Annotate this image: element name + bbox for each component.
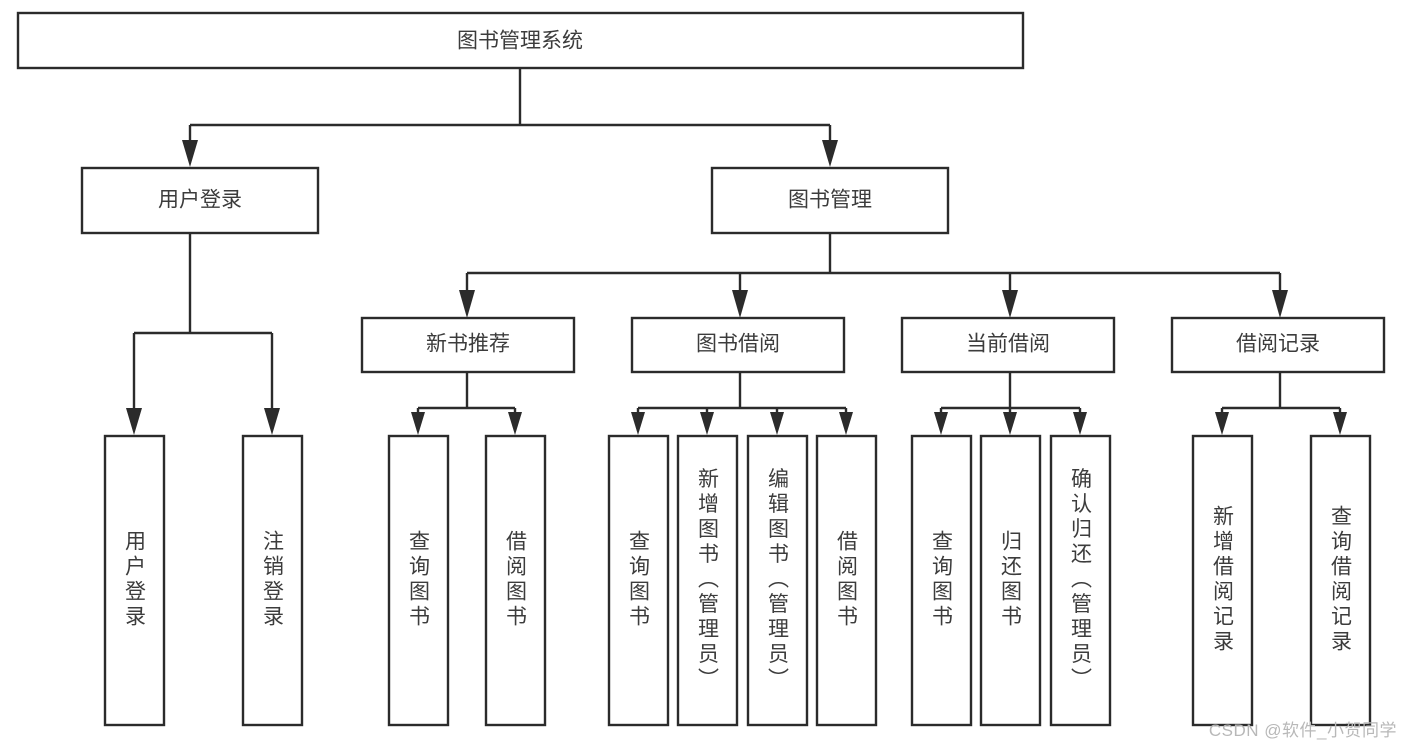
leaf-bb-borrow-book-label: 借阅图书	[835, 530, 859, 630]
leaf-bb-borrow-book-box[interactable]	[815, 434, 878, 727]
node-root[interactable]: 图书管理系统	[16, 11, 1025, 70]
node-new-book-recommend-box[interactable]	[360, 316, 576, 374]
node-current-borrow-label: 当前借阅	[966, 333, 1050, 356]
leaf-bb-query-book-label: 查询图书	[627, 530, 651, 630]
leaf-br-add-record-label: 新增借阅记录	[1211, 505, 1235, 655]
leaf-cb-return-book-label: 归还图书	[999, 530, 1023, 630]
leaf-node[interactable]: 查询图书	[607, 434, 670, 727]
leaf-br-query-record-box[interactable]	[1309, 434, 1372, 727]
leaf-node[interactable]: 用户登录	[103, 434, 166, 727]
leaf-br-query-record-label: 查询借阅记录	[1329, 505, 1353, 655]
arrowhead-nb-2	[508, 412, 522, 435]
leaf-bb-edit-book-label: 编辑图书（管理员）	[766, 468, 790, 693]
node-borrow-record-label: 借阅记录	[1236, 333, 1320, 356]
node-borrow-record[interactable]: 借阅记录	[1170, 316, 1386, 374]
arrowhead-bb-2	[700, 412, 714, 435]
node-user-login-box[interactable]	[80, 166, 320, 235]
arrowhead-cb-1	[934, 412, 948, 435]
connectors-book-manage-to-level3	[459, 233, 1288, 318]
connectors-borrow-record-to-leaves	[1215, 372, 1347, 435]
node-current-borrow-box[interactable]	[900, 316, 1116, 374]
leaf-bb-query-book-box[interactable]	[607, 434, 670, 727]
leaf-node[interactable]: 编辑图书（管理员）	[746, 434, 809, 727]
leaf-cb-confirm-return-box[interactable]	[1049, 434, 1112, 727]
node-book-borrow-label: 图书借阅	[696, 333, 780, 356]
leaf-nb-borrow-book-label: 借阅图书	[504, 530, 528, 630]
leaf-node[interactable]: 查询图书	[387, 434, 450, 727]
connectors-current-borrow-to-leaves	[934, 372, 1087, 435]
leaf-node[interactable]: 确认归还（管理员）	[1049, 434, 1112, 727]
leaf-node[interactable]: 新增借阅记录	[1191, 434, 1254, 727]
leaf-user-login-label: 用户登录	[123, 530, 147, 630]
arrowhead-new-book	[459, 290, 475, 318]
leaf-cb-return-book-box[interactable]	[979, 434, 1042, 727]
connectors-root-to-level2	[182, 68, 838, 167]
arrowhead-cb-2	[1003, 412, 1017, 435]
arrowhead-book-manage	[822, 140, 838, 167]
leaf-logout-label: 注销登录	[261, 530, 285, 630]
leaf-bb-edit-book-box[interactable]	[746, 434, 809, 727]
leaf-user-login-box[interactable]	[103, 434, 166, 727]
leaf-node[interactable]: 归还图书	[979, 434, 1042, 727]
arrowhead-bb-1	[631, 412, 645, 435]
arrowhead-current-borrow	[1002, 290, 1018, 318]
arrowhead-br-1	[1215, 412, 1229, 435]
leaf-node[interactable]: 新增图书（管理员）	[676, 434, 739, 727]
node-book-manage[interactable]: 图书管理	[710, 166, 950, 235]
arrowhead-cb-3	[1073, 412, 1087, 435]
arrowhead-borrow-record	[1272, 290, 1288, 318]
arrowhead-book-borrow	[732, 290, 748, 318]
arrowhead-nb-1	[411, 412, 425, 435]
connectors-book-borrow-to-leaves	[631, 372, 853, 435]
leaf-cb-query-book-box[interactable]	[910, 434, 973, 727]
leaf-nb-query-book-label: 查询图书	[407, 530, 431, 630]
node-current-borrow[interactable]: 当前借阅	[900, 316, 1116, 374]
leaf-node[interactable]: 查询图书	[910, 434, 973, 727]
leaf-br-add-record-box[interactable]	[1191, 434, 1254, 727]
leaf-cb-query-book-label: 查询图书	[930, 530, 954, 630]
arrowhead-user-login	[182, 140, 198, 167]
leaf-nb-query-book-box[interactable]	[387, 434, 450, 727]
leaf-node[interactable]: 借阅图书	[484, 434, 547, 727]
node-root-box[interactable]	[16, 11, 1025, 70]
leaf-node[interactable]: 注销登录	[241, 434, 304, 727]
leaf-logout-box[interactable]	[241, 434, 304, 727]
node-new-book-recommend-label: 新书推荐	[426, 333, 510, 356]
node-book-borrow-box[interactable]	[630, 316, 846, 374]
node-borrow-record-box[interactable]	[1170, 316, 1386, 374]
arrowhead-bb-3	[770, 412, 784, 435]
leaf-node[interactable]: 借阅图书	[815, 434, 878, 727]
node-user-login[interactable]: 用户登录	[80, 166, 320, 235]
leaf-bb-add-book-box[interactable]	[676, 434, 739, 727]
connectors-user-login-to-leaves	[126, 233, 280, 435]
arrowhead-br-2	[1333, 412, 1347, 435]
connectors-new-book-to-leaves	[411, 372, 522, 435]
node-book-manage-label: 图书管理	[788, 189, 872, 212]
leaf-node[interactable]: 查询借阅记录	[1309, 434, 1372, 727]
node-root-label: 图书管理系统	[457, 30, 583, 53]
arrowhead-leaf-logout	[264, 408, 280, 435]
node-book-borrow[interactable]: 图书借阅	[630, 316, 846, 374]
leaf-nb-borrow-book-box[interactable]	[484, 434, 547, 727]
leaf-bb-add-book-label: 新增图书（管理员）	[696, 468, 720, 693]
node-book-manage-box[interactable]	[710, 166, 950, 235]
arrowhead-leaf-user-login	[126, 408, 142, 435]
csdn-watermark: CSDN @软件_小贺同学	[1208, 721, 1397, 740]
leaf-cb-confirm-return-label: 确认归还（管理员）	[1069, 468, 1093, 693]
arrowhead-bb-4	[839, 412, 853, 435]
node-new-book-recommend[interactable]: 新书推荐	[360, 316, 576, 374]
node-user-login-label: 用户登录	[158, 189, 242, 212]
